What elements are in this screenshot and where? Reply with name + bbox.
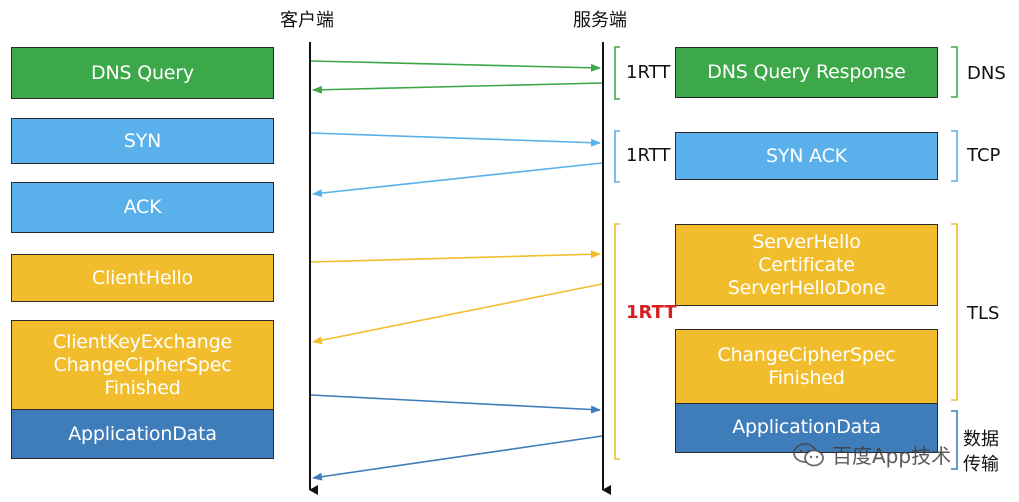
server-header: 服务端: [573, 10, 627, 31]
syn-box: SYN: [11, 118, 274, 164]
syn-arrow: [310, 132, 601, 147]
tls-phase-bracket: [951, 223, 958, 401]
server-application-data-box: ApplicationData: [675, 403, 938, 453]
dns-phase-label: DNS: [967, 63, 1006, 84]
data-transfer-phase-label: 数据 传输: [963, 429, 999, 475]
tcp-rtt-bracket: [614, 130, 620, 183]
server-hello-box: ServerHello Certificate ServerHelloDone: [675, 224, 938, 306]
ack-box: ACK: [11, 182, 274, 233]
dns-query-box: DNS Query: [11, 47, 274, 99]
server-appdata-arrow: [312, 435, 603, 481]
client-appdata-arrow: [310, 394, 601, 414]
client-hello-arrow: [310, 250, 601, 263]
dns-query-response-box: DNS Query Response: [675, 47, 938, 98]
watermark: 百度App技术: [792, 440, 951, 469]
dns-rtt-bracket: [614, 46, 620, 100]
dns-phase-bracket: [951, 46, 958, 98]
client-application-data-box: ApplicationData: [11, 409, 274, 459]
dns-rtt-label: 1RTT: [626, 62, 671, 83]
watermark-text: 百度App技术: [832, 444, 952, 468]
tcp-rtt-label: 1RTT: [626, 145, 671, 166]
syn-ack-arrow: [312, 162, 603, 198]
tls-rtt-label: 1RTT: [626, 302, 677, 323]
client-hello-box: ClientHello: [11, 254, 274, 302]
dns-query-arrow: [310, 60, 601, 72]
dns-response-arrow: [312, 82, 603, 94]
change-cipher-spec-box: ChangeCipherSpec Finished: [675, 329, 938, 404]
tcp-phase-label: TCP: [967, 145, 1001, 166]
wechat-icon: [792, 441, 826, 469]
client-key-exchange-box: ClientKeyExchange ChangeCipherSpec Finis…: [11, 320, 274, 410]
client-header: 客户端: [280, 10, 334, 31]
data-phase-bracket: [951, 410, 958, 470]
tls-phase-label: TLS: [967, 303, 1000, 324]
tcp-phase-bracket: [951, 130, 958, 182]
syn-ack-box: SYN ACK: [675, 132, 938, 180]
server-hello-arrow: [312, 283, 603, 345]
tls-rtt-bracket: [614, 223, 620, 460]
